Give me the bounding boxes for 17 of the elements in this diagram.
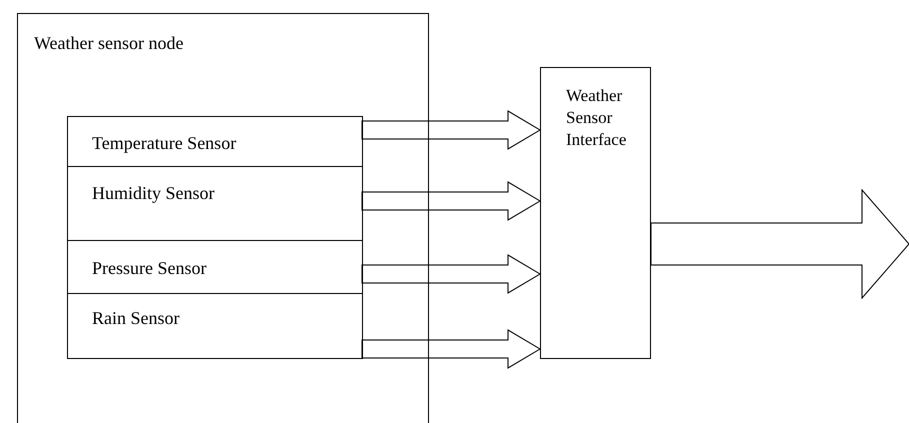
block-label: Rain Sensor [92,307,180,330]
block-label: Pressure Sensor [92,257,208,280]
block-box [67,293,363,359]
block-label: Temperature Sensor [92,132,238,155]
block-label: Weather Sensor Interface [566,85,628,152]
block-arrow [362,181,541,221]
block-label: Weather sensor node [34,32,184,55]
block-arrow [362,329,541,369]
block-label: Humidity Sensor [92,182,216,205]
block-arrow [362,110,541,150]
block-box [540,67,651,359]
block-arrow [650,188,909,300]
node-enclosure [17,13,429,423]
block-arrow [362,254,541,294]
block-box [67,166,363,241]
block-box [67,116,363,167]
block-box [67,240,363,294]
